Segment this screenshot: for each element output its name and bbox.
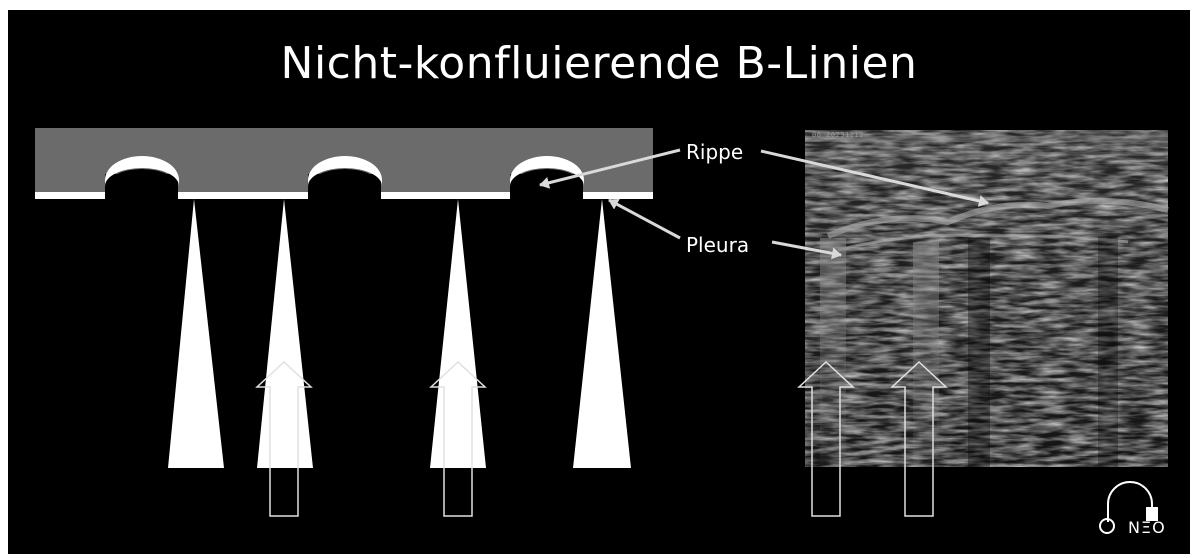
rib-1 bbox=[105, 156, 179, 202]
pleura-label: Pleura bbox=[686, 235, 749, 255]
rib-label: Rippe bbox=[686, 142, 743, 162]
rib-3 bbox=[510, 156, 584, 202]
us-b-line-1 bbox=[820, 238, 846, 467]
rib-2 bbox=[308, 156, 382, 202]
ultrasound-image bbox=[805, 130, 1168, 467]
b-line-2 bbox=[257, 199, 313, 468]
slide: Nicht-konfluierende B-Linien Rippe Pleur… bbox=[8, 10, 1190, 554]
arrow-pleura-schematic bbox=[609, 200, 680, 238]
ultrasound-stamp: 06 20231212 bbox=[812, 131, 864, 139]
us-b-line-2 bbox=[913, 242, 939, 467]
slide-title: Nicht-konfluierende B-Linien bbox=[8, 38, 1190, 91]
b-line-3 bbox=[430, 199, 486, 468]
logo-text: NΞO bbox=[1128, 518, 1166, 537]
diagram-canvas bbox=[8, 10, 1190, 554]
b-line-1 bbox=[168, 199, 224, 468]
b-line-4 bbox=[573, 199, 631, 468]
